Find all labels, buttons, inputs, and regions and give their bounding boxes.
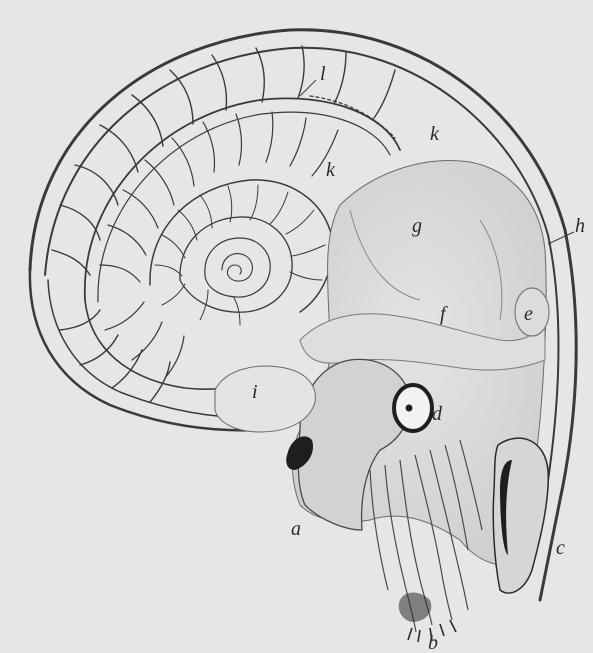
eye <box>394 385 432 431</box>
label-k-inner: k <box>326 159 336 181</box>
tentacle-shadow <box>399 593 432 623</box>
label-e: e <box>524 303 533 325</box>
label-d: d <box>432 403 443 425</box>
label-h: h <box>575 215 585 237</box>
siphuncle <box>310 96 395 138</box>
soft-body <box>215 161 549 642</box>
label-i: i <box>252 381 258 403</box>
label-c: c <box>556 537 565 559</box>
region-i <box>215 366 315 432</box>
eye-pupil <box>406 405 413 412</box>
whorl-ring-5 <box>205 238 270 297</box>
label-b: b <box>428 632 438 653</box>
label-l: l <box>320 63 326 85</box>
whorl-center <box>222 254 252 281</box>
septa-center <box>155 185 325 325</box>
label-k-outer: k <box>430 123 440 145</box>
label-g: g <box>412 215 422 237</box>
label-a: a <box>291 518 301 540</box>
